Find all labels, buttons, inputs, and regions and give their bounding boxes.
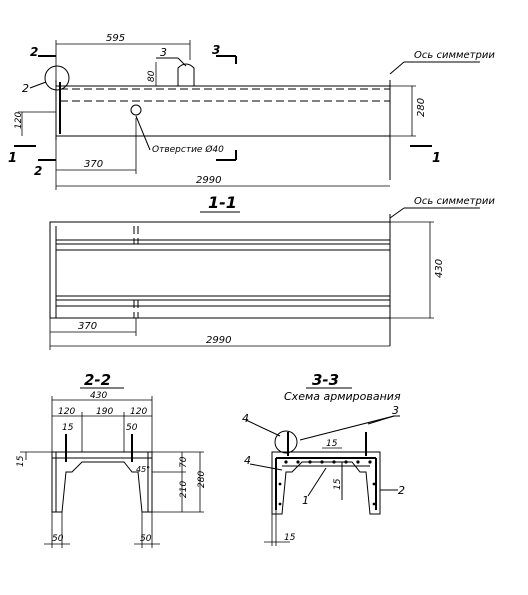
- dim-370-top: 370: [84, 159, 103, 170]
- section-3-mark: 3: [212, 43, 220, 57]
- section-3-3: 3-3 Схема армирования 4 3 15: [242, 371, 405, 546]
- section-1-1-title: 1-1: [208, 193, 237, 212]
- dim-15-top: 15: [326, 439, 338, 449]
- dim-2990-section-1-1: 2990: [206, 335, 231, 346]
- section-3-3-profile: [271, 451, 381, 515]
- dim-120-left: 120: [58, 407, 75, 417]
- detail-circle-4: [274, 430, 298, 454]
- section-1-left-mark: 1: [8, 151, 17, 166]
- section-2-top-mark: 2: [30, 45, 38, 59]
- dim-50-left: 50: [52, 534, 64, 544]
- section-2-2: 2-2 430 120 190 120 15 50 45° 15 70: [16, 371, 207, 548]
- dim-80: 80: [147, 70, 157, 82]
- lifting-loop: [177, 63, 195, 86]
- callout-2-section-3-3: 2: [398, 484, 405, 497]
- section-3-3-subtitle: Схема армирования: [284, 390, 401, 403]
- hole-symbol: [130, 104, 142, 116]
- axis-label-section-1-1: Ось симметрии: [414, 196, 495, 207]
- section-2-2-title: 2-2: [84, 371, 111, 389]
- dim-120: 120: [14, 112, 24, 129]
- top-view: 2 595 2 2 3 3 80 120 280: [8, 33, 495, 190]
- section-1-1-outline: [49, 221, 391, 319]
- section-3-3-title: 3-3: [312, 371, 339, 389]
- section-1-1: 1-1 Ось симметрии 430 370 2990: [49, 193, 495, 350]
- callout-1: 1: [302, 494, 309, 507]
- dim-430-section-2-2: 430: [90, 391, 107, 401]
- dim-15-mid: 15: [333, 478, 343, 490]
- dim-15-bottom: 15: [284, 533, 296, 543]
- detail-circle-2: [44, 65, 70, 91]
- dim-50-top: 50: [126, 423, 138, 433]
- callout-4-left: 4: [244, 454, 251, 467]
- dim-50-right: 50: [140, 534, 152, 544]
- dim-2990-top: 2990: [196, 175, 221, 186]
- dim-370-section-1-1: 370: [78, 321, 97, 332]
- dim-210: 210: [179, 481, 189, 498]
- dim-190: 190: [96, 407, 113, 417]
- dim-595: 595: [106, 33, 125, 44]
- callout-3: 3: [392, 404, 399, 417]
- dim-70: 70: [179, 456, 189, 468]
- angle-45: 45°: [136, 465, 150, 474]
- axis-label-top: Ось симметрии: [414, 50, 495, 61]
- dim-280-section-2-2: 280: [197, 471, 207, 488]
- top-view-outline: [55, 85, 391, 137]
- dim-430-section-1-1: 430: [434, 259, 445, 278]
- dim-120-right: 120: [130, 407, 147, 417]
- section-2-bottom-mark: 2: [34, 164, 42, 178]
- callout-2-label: 2: [22, 82, 29, 95]
- reinforcement-frame: [275, 457, 377, 510]
- section-1-right-mark: 1: [432, 151, 441, 166]
- dim-280-top: 280: [416, 98, 427, 117]
- hole-label: Отверстие Ø40: [152, 144, 224, 155]
- callout-4-top: 4: [242, 412, 249, 425]
- dim-15-side: 15: [16, 455, 26, 467]
- section-3-label-upper: 3: [160, 46, 167, 59]
- dim-15-left-top: 15: [62, 423, 74, 433]
